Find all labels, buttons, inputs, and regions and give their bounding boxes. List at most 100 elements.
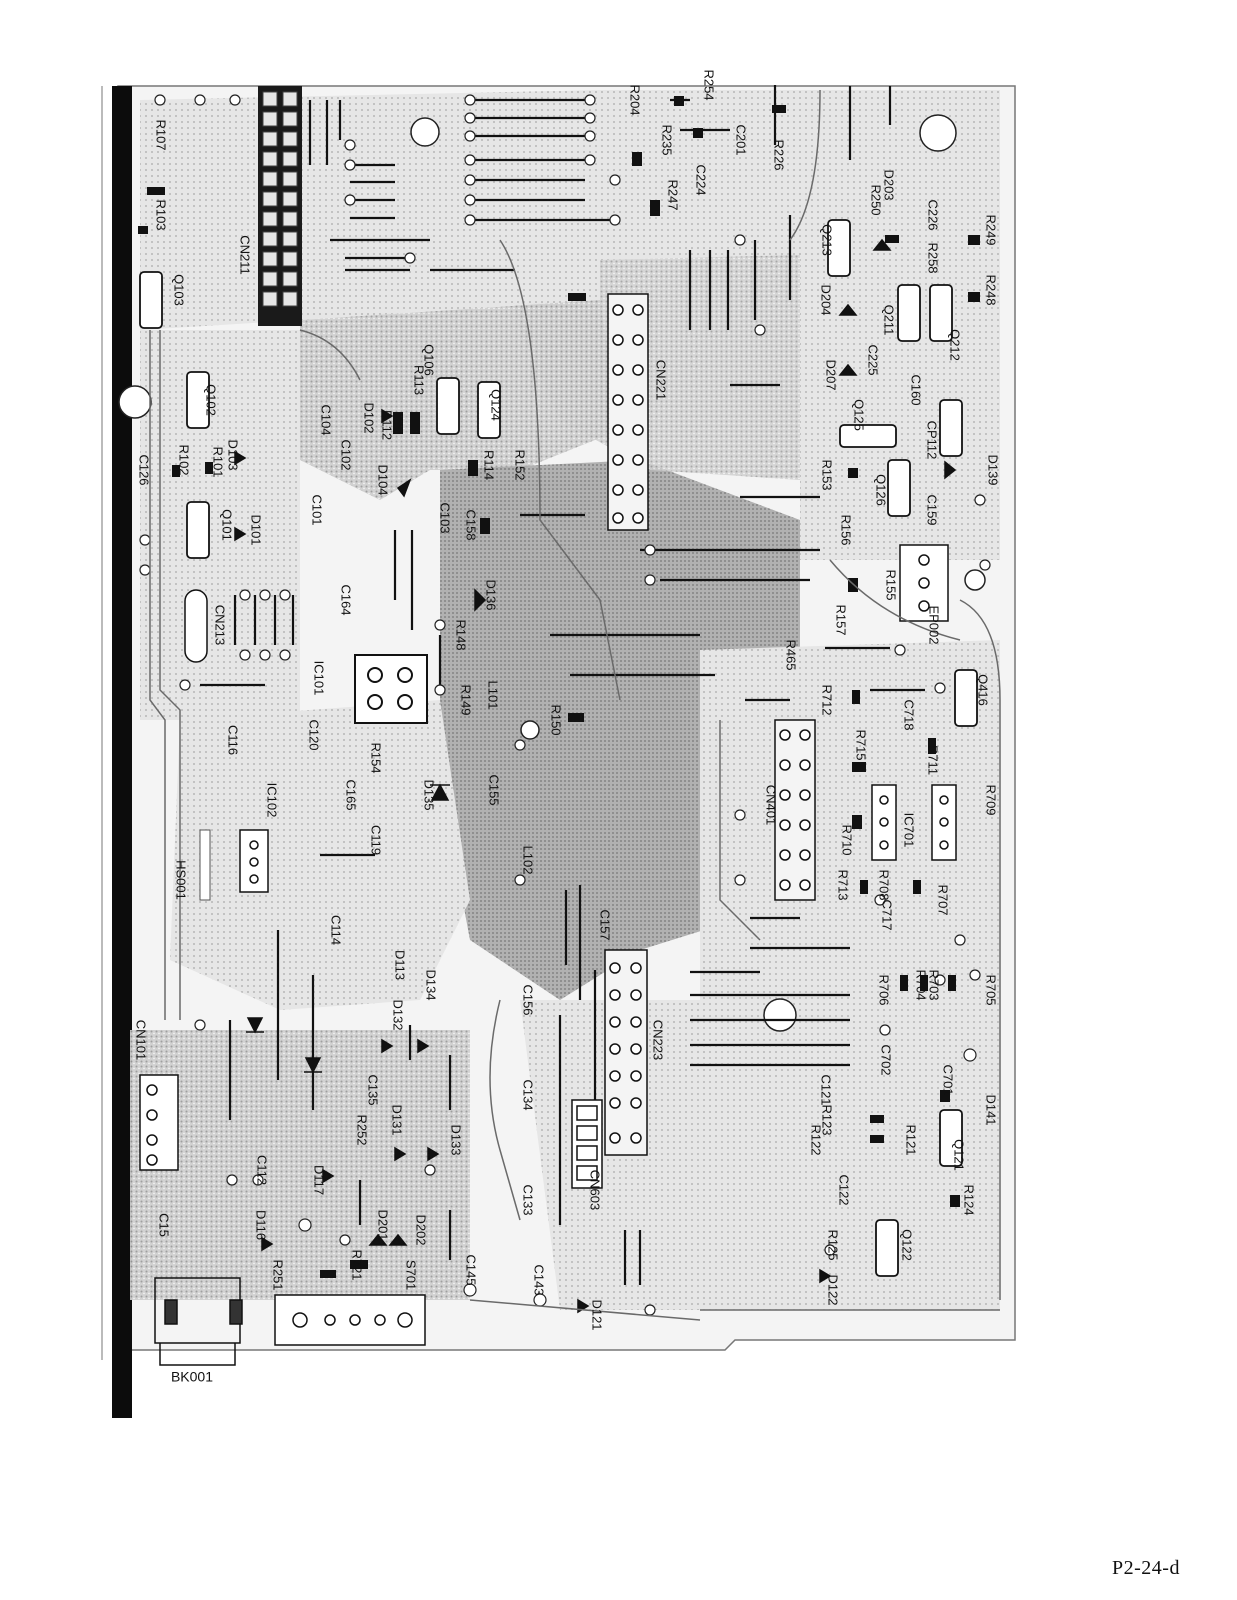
component-label: C226 — [926, 199, 941, 230]
component-label: R107 — [154, 119, 169, 150]
component-label: D204 — [819, 284, 834, 315]
component-label: R254 — [702, 69, 717, 100]
component-label: C122 — [837, 1174, 852, 1205]
component-label: R712 — [820, 684, 835, 715]
component-label: R247 — [666, 179, 681, 210]
component-label: C103 — [438, 502, 453, 533]
connector-cn223 — [604, 949, 648, 1156]
component-label: C718 — [902, 699, 917, 730]
connector-cn221 — [607, 293, 649, 531]
component-label: R103 — [154, 199, 169, 230]
component-label: R152 — [513, 449, 528, 480]
component-label: C112 — [255, 1155, 270, 1185]
component-label: C121 — [819, 1074, 834, 1105]
ic-ic701 — [871, 784, 957, 861]
component-label: D136 — [484, 579, 499, 610]
component-label: R153 — [820, 459, 835, 490]
component-label: Q106 — [422, 344, 437, 376]
component-label: R150 — [549, 704, 564, 735]
component-label: CN211 — [238, 235, 253, 275]
component-label: C224 — [694, 164, 709, 195]
component-label: R149 — [459, 684, 474, 715]
component-label: C155 — [487, 774, 502, 805]
switch-s701 — [274, 1294, 426, 1346]
component-label: D135 — [422, 779, 437, 810]
component-label: Q212 — [948, 329, 963, 361]
component-label: C157 — [598, 909, 613, 940]
component-label: R248 — [984, 274, 999, 305]
component-label: D202 — [414, 1214, 429, 1245]
ic-ic101 — [354, 654, 428, 724]
component-label: CN401 — [764, 785, 779, 825]
component-label: D133 — [449, 1124, 464, 1155]
component-label: D139 — [986, 454, 1001, 485]
component-label: IC102 — [265, 783, 280, 818]
component-label: R157 — [834, 604, 849, 635]
component-label: IC101 — [312, 661, 327, 696]
component-label: D201 — [376, 1209, 391, 1240]
component-label: Q103 — [172, 274, 187, 306]
component-label: D131 — [390, 1104, 405, 1135]
component-label: IC701 — [902, 813, 917, 848]
component-label: C701 — [941, 1064, 956, 1095]
component-label: R249 — [984, 214, 999, 245]
component-label: Q101 — [220, 509, 235, 541]
component-label: C102 — [339, 439, 354, 470]
component-label: D207 — [824, 359, 839, 390]
component-label: L102 — [521, 846, 536, 875]
component-label: R710 — [840, 824, 855, 855]
component-label: R465 — [784, 639, 799, 670]
component-label: CN221 — [654, 360, 669, 400]
component-label: R226 — [772, 139, 787, 170]
component-label: C158 — [464, 509, 479, 540]
component-label: R258 — [926, 242, 941, 273]
component-label: D103 — [226, 439, 241, 470]
component-label: R156 — [839, 514, 854, 545]
component-label: CN223 — [651, 1020, 666, 1060]
component-label: C101 — [310, 494, 325, 525]
component-label: R121 — [904, 1124, 919, 1155]
component-label: CN213 — [213, 605, 228, 645]
component-label: CN101 — [134, 1020, 149, 1060]
component-label: C702 — [879, 1044, 894, 1075]
component-label: R704 — [914, 969, 929, 1000]
transistors — [139, 219, 978, 1277]
component-label: D141 — [984, 1094, 999, 1125]
component-label: R721 — [350, 1249, 365, 1280]
component-label: CN603 — [588, 1170, 603, 1210]
mounting-holes — [118, 114, 986, 1032]
component-label: R204 — [628, 84, 643, 115]
component-label: R251 — [271, 1259, 286, 1290]
component-label: R122 — [809, 1124, 824, 1155]
component-label: R703 — [927, 969, 942, 1000]
component-label: R235 — [660, 124, 675, 155]
component-label: C116 — [226, 725, 241, 755]
component-label: Q102 — [204, 384, 219, 416]
component-label: D116 — [254, 1210, 269, 1240]
component-label: C164 — [339, 584, 354, 615]
bracket-bk001 — [154, 1277, 243, 1366]
component-label: D203 — [882, 169, 897, 200]
component-label: C15 — [157, 1213, 172, 1237]
component-label: D104 — [376, 464, 391, 495]
connector-cn401 — [774, 719, 816, 901]
component-label: Q211 — [882, 305, 897, 336]
component-label: CP112 — [925, 421, 940, 460]
component-label: D102 — [362, 402, 377, 433]
ic-ic102 — [239, 829, 269, 893]
component-label: C145 — [464, 1254, 479, 1285]
component-label: S701 — [404, 1260, 419, 1290]
component-label: R114 — [482, 450, 497, 480]
heatsink-hs001 — [199, 829, 211, 901]
component-label: C133 — [521, 1184, 536, 1215]
component-label: R709 — [984, 784, 999, 815]
component-label: R713 — [836, 869, 851, 900]
component-label: R711 — [926, 745, 941, 775]
component-label: C160 — [909, 374, 924, 405]
component-label: R112 — [380, 410, 395, 440]
component-label: C120 — [307, 719, 322, 750]
page-code: P2-24-d — [1112, 1557, 1180, 1579]
component-label: Q126 — [874, 474, 889, 506]
component-label: R705 — [984, 974, 999, 1005]
component-label: R715 — [854, 729, 869, 760]
